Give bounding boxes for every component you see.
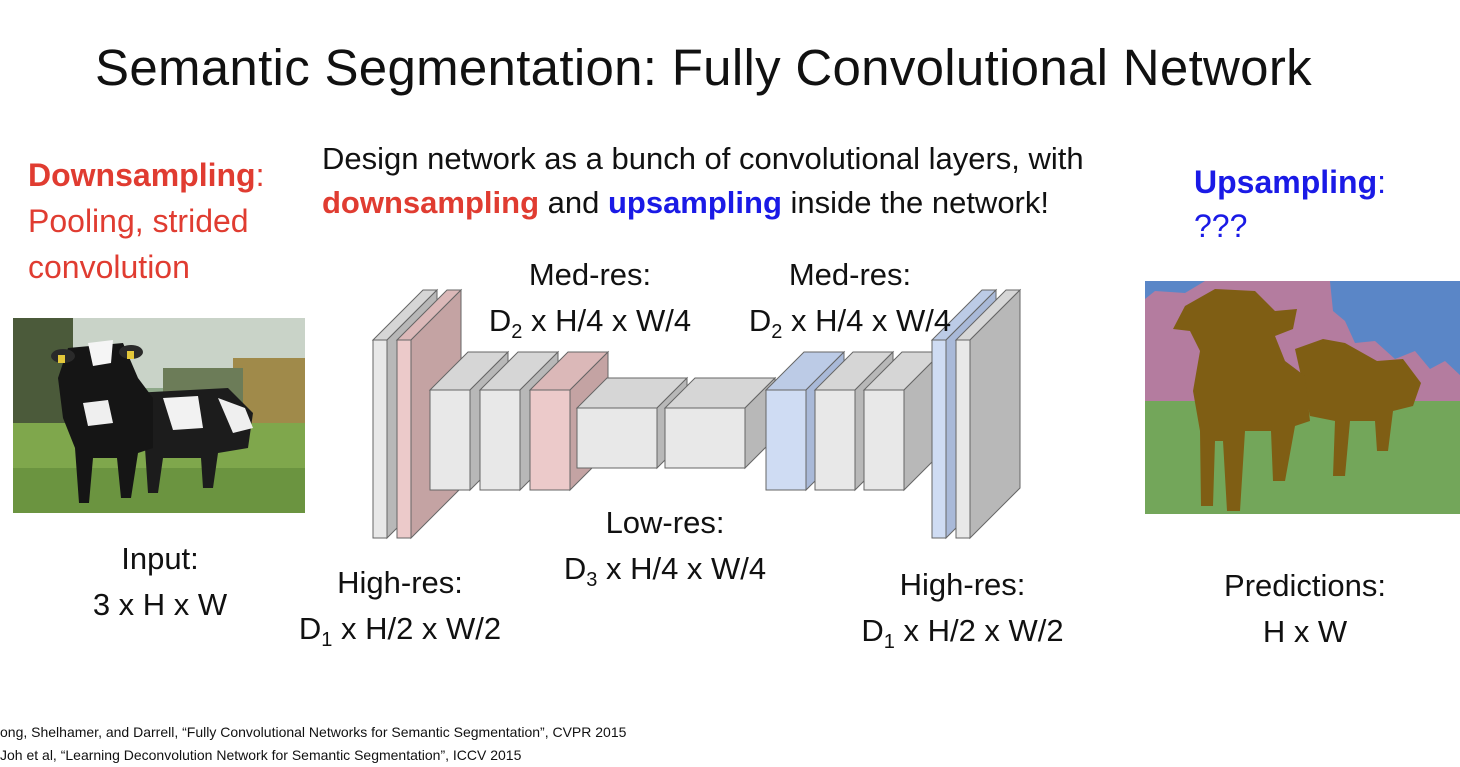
- downsampling-line2: convolution: [28, 249, 190, 285]
- downsampling-colon: :: [255, 157, 265, 193]
- seg-cow-front: [1173, 289, 1310, 511]
- input-label: Input: 3 x H x W: [60, 536, 260, 628]
- med-res-right-sub: 2: [771, 321, 783, 344]
- design-upsampling-word: upsampling: [607, 185, 782, 220]
- med-res-left-dims: x H/4 x W/4: [522, 303, 692, 338]
- low-res-dims: x H/4 x W/4: [597, 551, 767, 586]
- downsampling-heading: Downsampling: [28, 157, 256, 193]
- input-label-line1: Input:: [121, 541, 199, 576]
- high-res-right-sub: 1: [883, 631, 895, 654]
- downsampling-note: Downsampling: Pooling, strided convoluti…: [28, 152, 264, 290]
- high-res-left-sub: 1: [321, 629, 333, 652]
- med-res-left-title: Med-res:: [528, 257, 652, 292]
- high-res-left-dims: x H/2 x W/2: [332, 611, 502, 646]
- upsampling-colon: :: [1377, 164, 1387, 200]
- med-res-right-title: Med-res:: [788, 257, 912, 292]
- downsampling-line1: Pooling, strided: [28, 203, 249, 239]
- predictions-label: Predictions: H x W: [1185, 563, 1425, 655]
- high-res-left-d: D: [298, 611, 322, 646]
- predictions-label-line1: Predictions:: [1224, 568, 1386, 603]
- upsampling-line1: ???: [1194, 208, 1248, 244]
- predictions-label-line2: H x W: [1262, 614, 1348, 649]
- low-res-title: Low-res:: [605, 505, 725, 540]
- seg-cow-back: [1295, 339, 1421, 476]
- low-res-label: Low-res: D3 x H/4 x W/4: [530, 500, 800, 603]
- design-line1: Design network as a bunch of convolution…: [322, 141, 1084, 176]
- med-res-left-sub: 2: [511, 321, 523, 344]
- high-res-right-title: High-res:: [899, 567, 1026, 602]
- low-res-sub: 3: [586, 569, 598, 592]
- high-res-left-label: High-res: D1 x H/2 x W/2: [270, 560, 530, 663]
- input-cow-photo: [13, 318, 305, 513]
- design-tail: inside the network!: [781, 185, 1049, 220]
- med-res-left-label: Med-res: D2 x H/4 x W/4: [455, 252, 725, 355]
- slide-title: Semantic Segmentation: Fully Convolution…: [95, 39, 1312, 96]
- high-res-right-d: D: [861, 613, 884, 648]
- seg-sky-region-2: [1145, 281, 1205, 299]
- design-downsampling-word: downsampling: [322, 185, 539, 220]
- references: ong, Shelhamer, and Darrell, “Fully Conv…: [0, 721, 626, 767]
- design-and-word: and: [539, 185, 608, 220]
- high-res-right-dims: x H/2 x W/2: [894, 613, 1064, 648]
- input-label-line2: 3 x H x W: [92, 587, 228, 622]
- seg-sky-region: [1330, 281, 1460, 376]
- upsampling-heading: Upsampling: [1194, 164, 1378, 200]
- predictions-segmentation-map: [1145, 281, 1460, 514]
- med-res-right-label: Med-res: D2 x H/4 x W/4: [715, 252, 985, 355]
- layer-block-low-res-2: [663, 376, 777, 470]
- high-res-right-label: High-res: D1 x H/2 x W/2: [830, 562, 1095, 665]
- med-res-left-d: D: [488, 303, 512, 338]
- med-res-right-dims: x H/4 x W/4: [782, 303, 952, 338]
- reference-1: ong, Shelhamer, and Darrell, “Fully Conv…: [0, 724, 627, 740]
- med-res-right-d: D: [748, 303, 772, 338]
- upsampling-note: Upsampling: ???: [1194, 160, 1386, 248]
- high-res-left-title: High-res:: [337, 565, 463, 600]
- design-description: Design network as a bunch of convolution…: [322, 137, 1084, 225]
- layer-block-high-res-4: [954, 288, 1022, 540]
- reference-2: Joh et al, “Learning Deconvolution Netwo…: [0, 747, 522, 763]
- low-res-d: D: [563, 551, 587, 586]
